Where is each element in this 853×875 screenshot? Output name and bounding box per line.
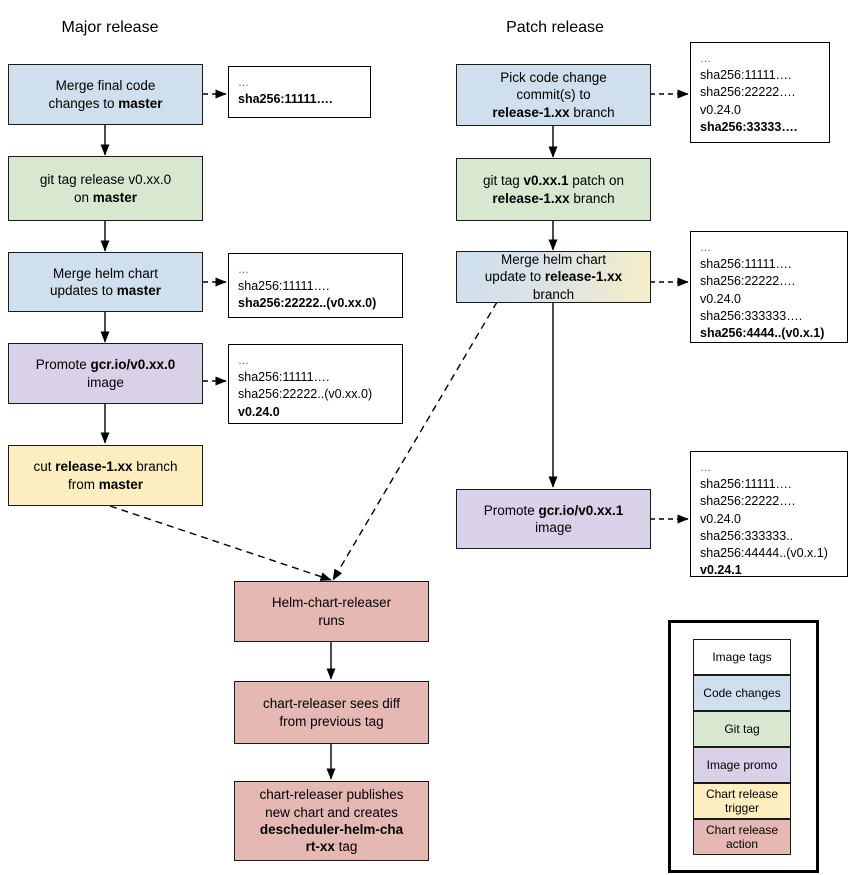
legend-item-label: Image promo — [706, 757, 778, 772]
tagbox-line: sha256:11111…. — [700, 477, 792, 492]
tagbox-line: sha256:4444..(v0.x.1) — [700, 326, 825, 341]
tagbox-line: v0.24.0 — [700, 102, 742, 117]
legend-item-label: Image tags — [712, 649, 772, 664]
tagbox-line: v0.24.1 — [700, 563, 742, 578]
legend-item-label: Code changes — [703, 685, 781, 700]
tagbox-line: … — [700, 53, 712, 65]
tagbox-after-pick-commits: … sha256:11111…. sha256:22222…. v0.24.0 … — [690, 42, 830, 143]
legend-item-image-promo[interactable]: Image promo — [693, 747, 791, 783]
tagbox-line: … — [238, 77, 250, 89]
tagbox-line: sha256:33333…. — [700, 119, 798, 134]
tagbox-line: sha256:22222..(v0.xx.0) — [238, 296, 377, 311]
legend-items: Image tags Code changes Git tag Image pr… — [693, 639, 791, 855]
legend-item-image-tags[interactable]: Image tags — [693, 639, 791, 675]
tagbox-line: sha256:22222…. — [700, 85, 796, 100]
tagbox-line: v0.24.0 — [238, 404, 280, 419]
tagbox-line: … — [700, 462, 712, 474]
legend-item-chart-release-action[interactable]: Chart release action — [693, 819, 791, 855]
legend-item-label: Chart release action — [705, 822, 779, 851]
legend: Image tags Code changes Git tag Image pr… — [668, 620, 819, 873]
tagbox-line: sha256:22222..(v0.xx.0) — [238, 387, 373, 402]
column-title-patch: Patch release — [506, 19, 604, 36]
tagbox-line: sha256:22222…. — [700, 494, 796, 509]
tagbox-line: … — [238, 264, 250, 276]
tagbox-line: v0.24.0 — [700, 291, 742, 306]
tagbox-line: sha256:22222…. — [700, 274, 796, 289]
tagbox-line: sha256:11111…. — [238, 92, 333, 107]
tagbox-after-merge-helm-chart: … sha256:11111…. sha256:22222..(v0.xx.0) — [228, 253, 403, 318]
tagbox-after-merge-final-code: … sha256:11111…. — [228, 66, 371, 118]
tagbox-line: sha256:11111…. — [700, 68, 792, 83]
legend-item-git-tag[interactable]: Git tag — [693, 711, 791, 747]
tagbox-after-promote-image-patch: … sha256:11111…. sha256:22222…. v0.24.0 … — [690, 451, 848, 577]
legend-item-label: Chart release trigger — [705, 786, 779, 815]
column-title-major: Major release — [61, 19, 159, 36]
tagbox-line: sha256:11111…. — [700, 257, 792, 272]
tagbox-line: sha256:333333…. — [700, 308, 803, 323]
tagbox-after-promote-image: … sha256:11111…. sha256:22222..(v0.xx.0)… — [228, 344, 403, 424]
tagbox-line: sha256:11111…. — [238, 370, 330, 385]
tagbox-line: sha256:44444..(v0.x.1) — [700, 546, 828, 561]
tagbox-line: v0.24.0 — [700, 511, 742, 526]
legend-item-chart-release-trigger[interactable]: Chart release trigger — [693, 783, 791, 819]
tagbox-line: sha256:333333.. — [700, 528, 794, 543]
tagbox-line: sha256:11111…. — [238, 279, 330, 294]
legend-item-label: Git tag — [724, 721, 760, 736]
tagbox-line: … — [700, 242, 712, 254]
tagbox-after-merge-helm-chart-release: … sha256:11111…. sha256:22222…. v0.24.0 … — [690, 231, 848, 343]
tagbox-line: … — [238, 355, 250, 367]
legend-item-code-changes[interactable]: Code changes — [693, 675, 791, 711]
